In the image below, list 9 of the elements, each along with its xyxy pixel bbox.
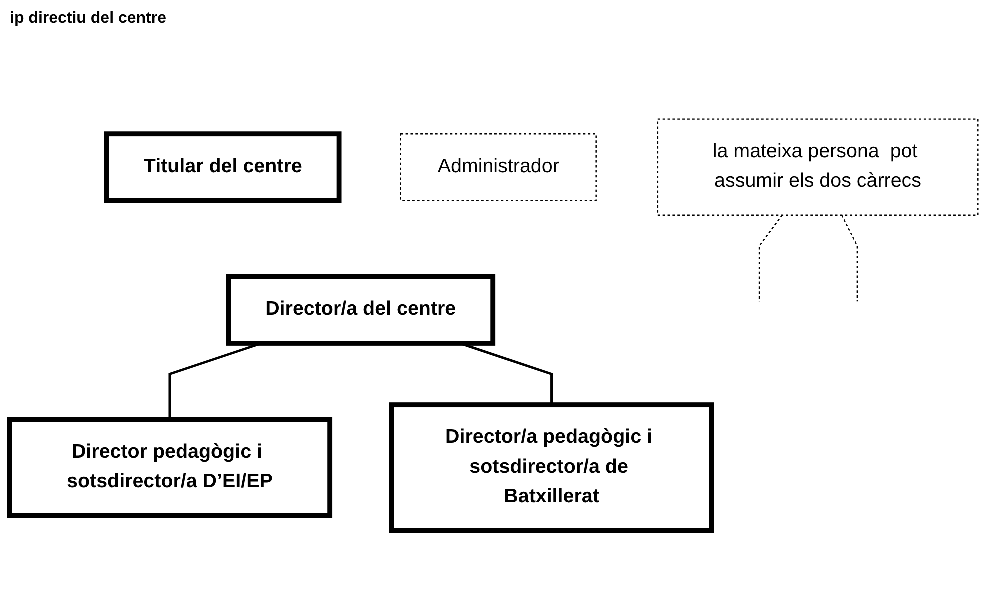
connector <box>842 215 858 302</box>
node-box: Director pedagògic i sotsdirector/a D’EI/EP <box>7 417 333 518</box>
node-box: Administrador <box>400 133 597 202</box>
node-box: Director/a del centre <box>226 274 496 346</box>
node-box: Titular del centre <box>104 132 342 204</box>
diagram-title: ip directiu del centre <box>10 10 166 28</box>
connector <box>758 215 783 302</box>
node-box: la mateixa persona pot assumir els dos càrrecs <box>657 118 979 216</box>
node-box: Director/a pedagògic i sotsdirector/a de Batxillerat <box>389 402 714 534</box>
